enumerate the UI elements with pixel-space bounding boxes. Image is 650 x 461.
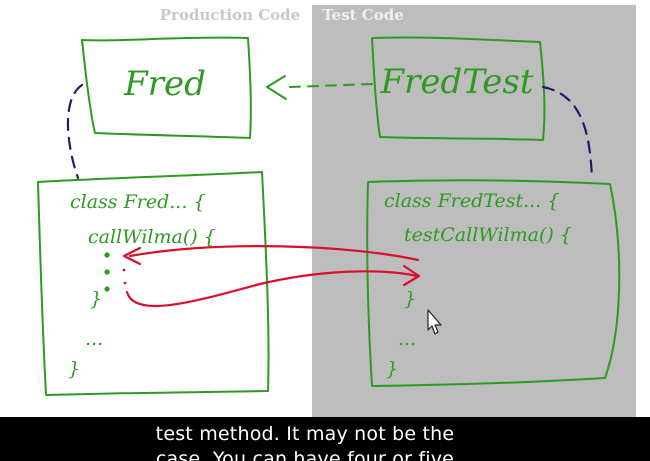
fredtest-method-declaration: testCallWilma() { (404, 224, 572, 246)
red-dot-2 (123, 281, 127, 285)
fredtest-method-close: } (404, 288, 416, 310)
fred-link-dashes (66, 83, 84, 180)
fredtest-code-box (366, 179, 621, 387)
fredtest-class-declaration: class FredTest... { (384, 190, 559, 212)
fred-class-close: } (68, 358, 80, 380)
call-arrow-to-production (128, 245, 420, 262)
return-arrow-to-test-head (402, 264, 421, 287)
fredtest-class-close: } (386, 358, 398, 380)
fredtest-link-dashes (541, 85, 594, 180)
fred-class-box (81, 36, 252, 139)
fred-body-dot-1 (104, 252, 110, 258)
fred-ellipsis: ... (85, 328, 103, 350)
fredtest-class-box (371, 36, 546, 141)
fred-box-title: Fred (123, 64, 206, 104)
fred-method-declaration: callWilma() { (88, 226, 216, 248)
fred-body-dot-3 (104, 286, 110, 292)
fred-body-dot-2 (104, 269, 110, 275)
fredtest-box-title: FredTest (380, 62, 534, 102)
test-panel (312, 5, 636, 417)
right-margin (636, 0, 650, 417)
caption-line-1: test method. It may not be the (155, 423, 455, 445)
mouse-pointer-icon (427, 309, 442, 335)
fred-method-close: } (90, 288, 102, 310)
caption-line-2: case. You can have four or five (155, 448, 455, 461)
production-panel (0, 0, 312, 417)
fredtest-ellipsis: ... (398, 328, 416, 350)
fred-class-declaration: class Fred... { (70, 191, 206, 213)
call-arrow-to-production-head (122, 246, 142, 266)
return-arrow-to-test (125, 270, 419, 308)
fred-code-box (37, 171, 270, 396)
dependency-arrow (289, 83, 373, 88)
production-header: Production Code (160, 6, 300, 24)
video-caption-bar: test method. It may not be the case. You… (0, 417, 650, 461)
dependency-arrowhead (266, 75, 287, 100)
red-dot-1 (122, 268, 126, 272)
test-header: Test Code (322, 6, 404, 24)
